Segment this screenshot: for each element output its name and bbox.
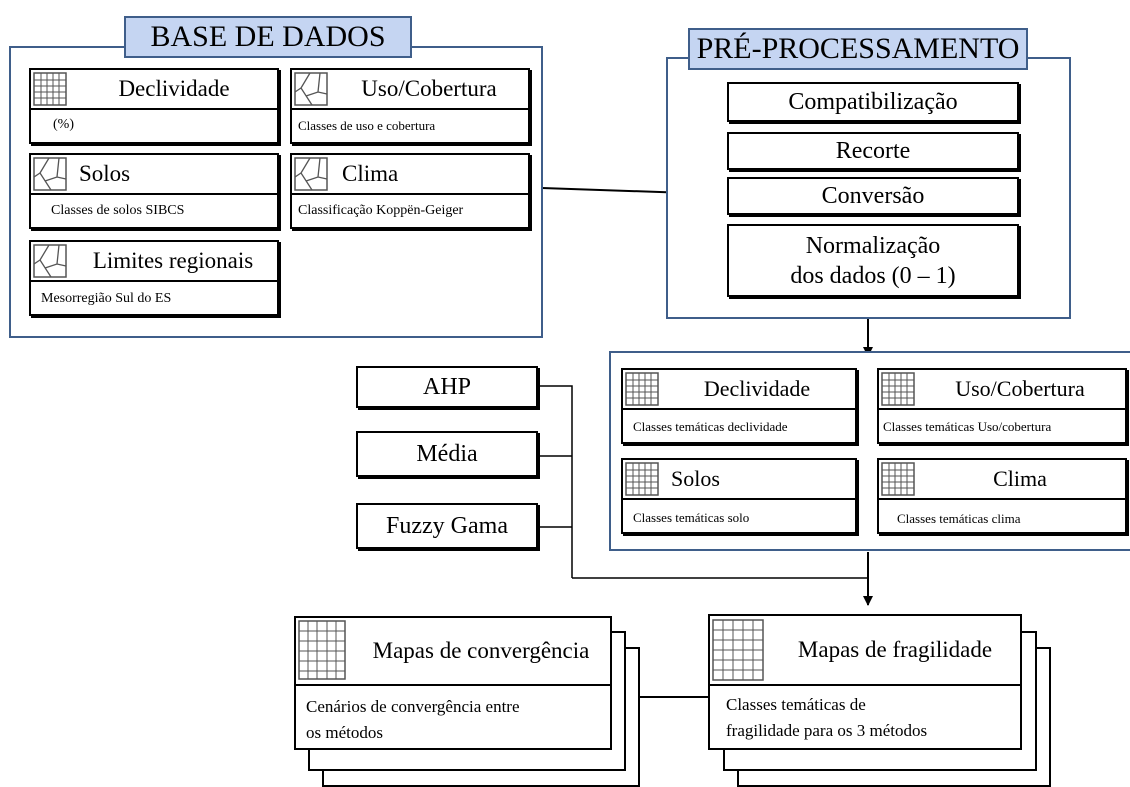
- raster-grid-icon: [298, 620, 346, 680]
- vector-polygon-icon: [294, 157, 328, 191]
- card-desc: Classes temáticas clima: [897, 511, 1021, 526]
- card-title: Clima: [342, 161, 399, 186]
- connector-methods: [538, 385, 573, 578]
- thematic-declividade: Declividade Classes temáticas declividad…: [621, 368, 857, 444]
- card-desc: Classes temáticas solo: [633, 510, 750, 525]
- fragilidade-desc: Classes temáticas de fragilidade para os…: [726, 692, 1016, 744]
- vector-polygon-icon: [33, 157, 67, 191]
- card-desc: Classes de solos SIBCS: [51, 203, 185, 218]
- card-desc: Classificação Koppën-Geiger: [298, 203, 464, 218]
- arrow-base-to-pre: [541, 187, 689, 198]
- card-title: Solos: [79, 161, 131, 186]
- card-desc: Mesorregião Sul do ES: [41, 291, 172, 306]
- card-desc: Classes temáticas Uso/cobertura: [883, 419, 1052, 434]
- card-title: Uso/Cobertura: [361, 76, 497, 101]
- raster-grid-icon: [625, 372, 659, 406]
- convergencia-title: Mapas de convergência: [372, 638, 590, 663]
- card-clima: Clima Classificação Koppën-Geiger: [290, 153, 530, 229]
- normalizacao-line-1: Normalização: [805, 232, 941, 259]
- method-fuzzy-gama: Fuzzy Gama: [356, 503, 538, 549]
- raster-grid-icon: [712, 619, 764, 681]
- vector-polygon-icon: [33, 244, 67, 278]
- card-desc: (%): [53, 117, 74, 132]
- normalizacao-line-2: dos dados (0 – 1): [790, 262, 956, 289]
- card-title: Limites regionais: [92, 248, 254, 273]
- mapas-de-convergencia: Mapas de convergência Cenários de conver…: [294, 616, 612, 750]
- card-solos: Solos Classes de solos SIBCS: [29, 153, 279, 229]
- convergencia-desc-line-1: Cenários de convergência entre: [306, 697, 520, 716]
- base-de-dados-title: BASE DE DADOS: [124, 16, 412, 58]
- pre-processamento-title: PRÉ-PROCESSAMENTO: [688, 28, 1028, 70]
- method-ahp: AHP: [356, 366, 538, 408]
- fragilidade-title: Mapas de fragilidade: [797, 637, 993, 662]
- method-media: Média: [356, 431, 538, 477]
- card-title: Clima: [993, 466, 1047, 491]
- fragilidade-desc-line-2: fragilidade para os 3 métodos: [726, 721, 928, 740]
- card-desc: Classes temáticas declividade: [633, 419, 788, 434]
- card-title: Uso/Cobertura: [955, 376, 1085, 401]
- convergencia-desc: Cenários de convergência entre os método…: [306, 694, 606, 746]
- vector-polygon-icon: [294, 72, 328, 106]
- card-uso-cobertura: Uso/Cobertura Classes de uso e cobertura: [290, 68, 530, 144]
- raster-grid-icon: [881, 372, 915, 406]
- raster-grid-icon: [881, 462, 915, 496]
- card-desc: Classes de uso e cobertura: [298, 118, 436, 133]
- thematic-uso-cobertura: Uso/Cobertura Classes temáticas Uso/cobe…: [877, 368, 1127, 444]
- step-conversao: Conversão: [727, 177, 1019, 215]
- card-title: Declividade: [118, 76, 230, 101]
- thematic-clima: Clima Classes temáticas clima: [877, 458, 1127, 534]
- card-limites-regionais: Limites regionais Mesorregião Sul do ES: [29, 240, 279, 316]
- mapas-de-fragilidade: Mapas de fragilidade Classes temáticas d…: [708, 614, 1022, 750]
- card-title: Declividade: [703, 376, 811, 401]
- raster-grid-icon: [33, 72, 67, 106]
- step-compatibilizacao: Compatibilização: [727, 82, 1019, 122]
- step-recorte: Recorte: [727, 132, 1019, 170]
- card-title: Solos: [671, 466, 720, 491]
- thematic-solos: Solos Classes temáticas solo: [621, 458, 857, 534]
- card-declividade: Declividade (%): [29, 68, 279, 144]
- raster-grid-icon: [625, 462, 659, 496]
- fragilidade-desc-line-1: Classes temáticas de: [726, 695, 866, 714]
- convergencia-desc-line-2: os métodos: [306, 723, 383, 742]
- step-normalizacao: Normalização dos dados (0 – 1): [727, 224, 1019, 297]
